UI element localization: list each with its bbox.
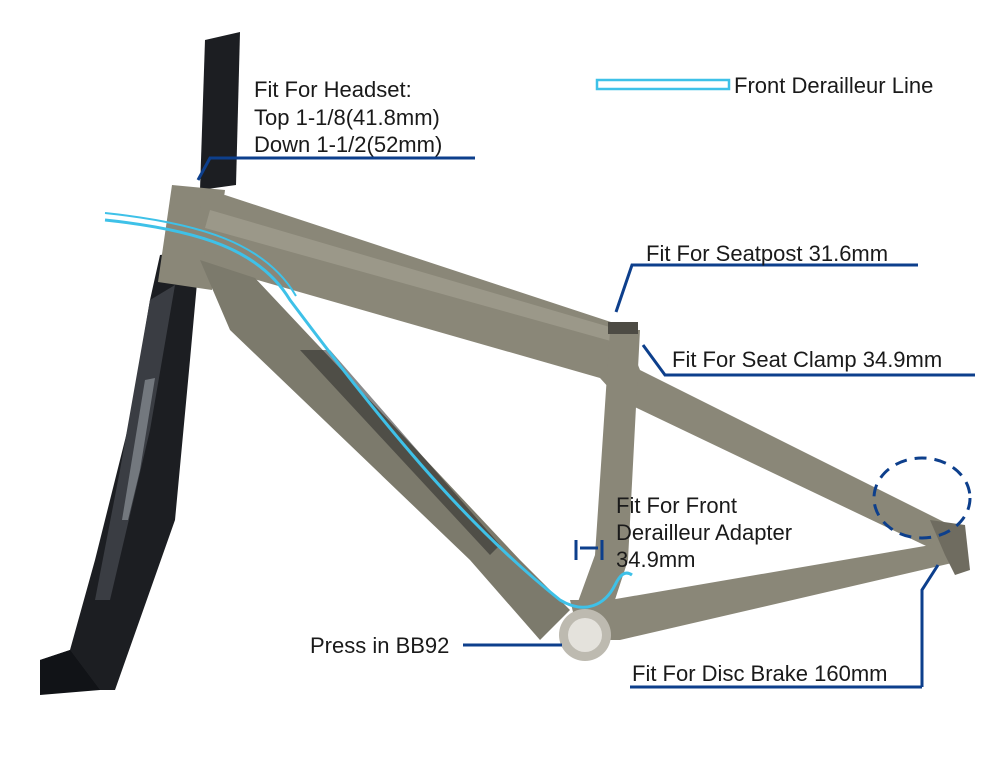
legend-label: Front Derailleur Line — [734, 73, 934, 98]
headset-label-title: Fit For Headset: — [254, 77, 412, 102]
headset-label-down: Down 1-1/2(52mm) — [254, 132, 443, 157]
headset-label-top: Top 1-1/8(41.8mm) — [254, 105, 440, 130]
seat-clamp-callout — [641, 344, 975, 377]
fork — [40, 32, 240, 695]
fd-adapter-label-2: Derailleur Adapter — [616, 520, 793, 545]
legend-swatch — [595, 78, 731, 91]
callout-lines — [196, 156, 975, 687]
disc-callout — [920, 564, 940, 687]
front-derailleur-line — [104, 218, 633, 609]
fd-adapter-label-1: Fit For Front — [616, 493, 738, 518]
headset-callout — [196, 156, 475, 181]
fd-adapter-label-3: 34.9mm — [616, 547, 696, 572]
seat-clamp-label: Fit For Seat Clamp 34.9mm — [672, 347, 943, 372]
seatpost-label: Fit For Seatpost 31.6mm — [646, 241, 889, 266]
seatpost-callout — [614, 263, 918, 313]
bb-label: Press in BB92 — [310, 633, 450, 658]
disc-brake-label: Fit For Disc Brake 160mm — [632, 661, 888, 686]
disc-brake-circle — [872, 456, 972, 540]
